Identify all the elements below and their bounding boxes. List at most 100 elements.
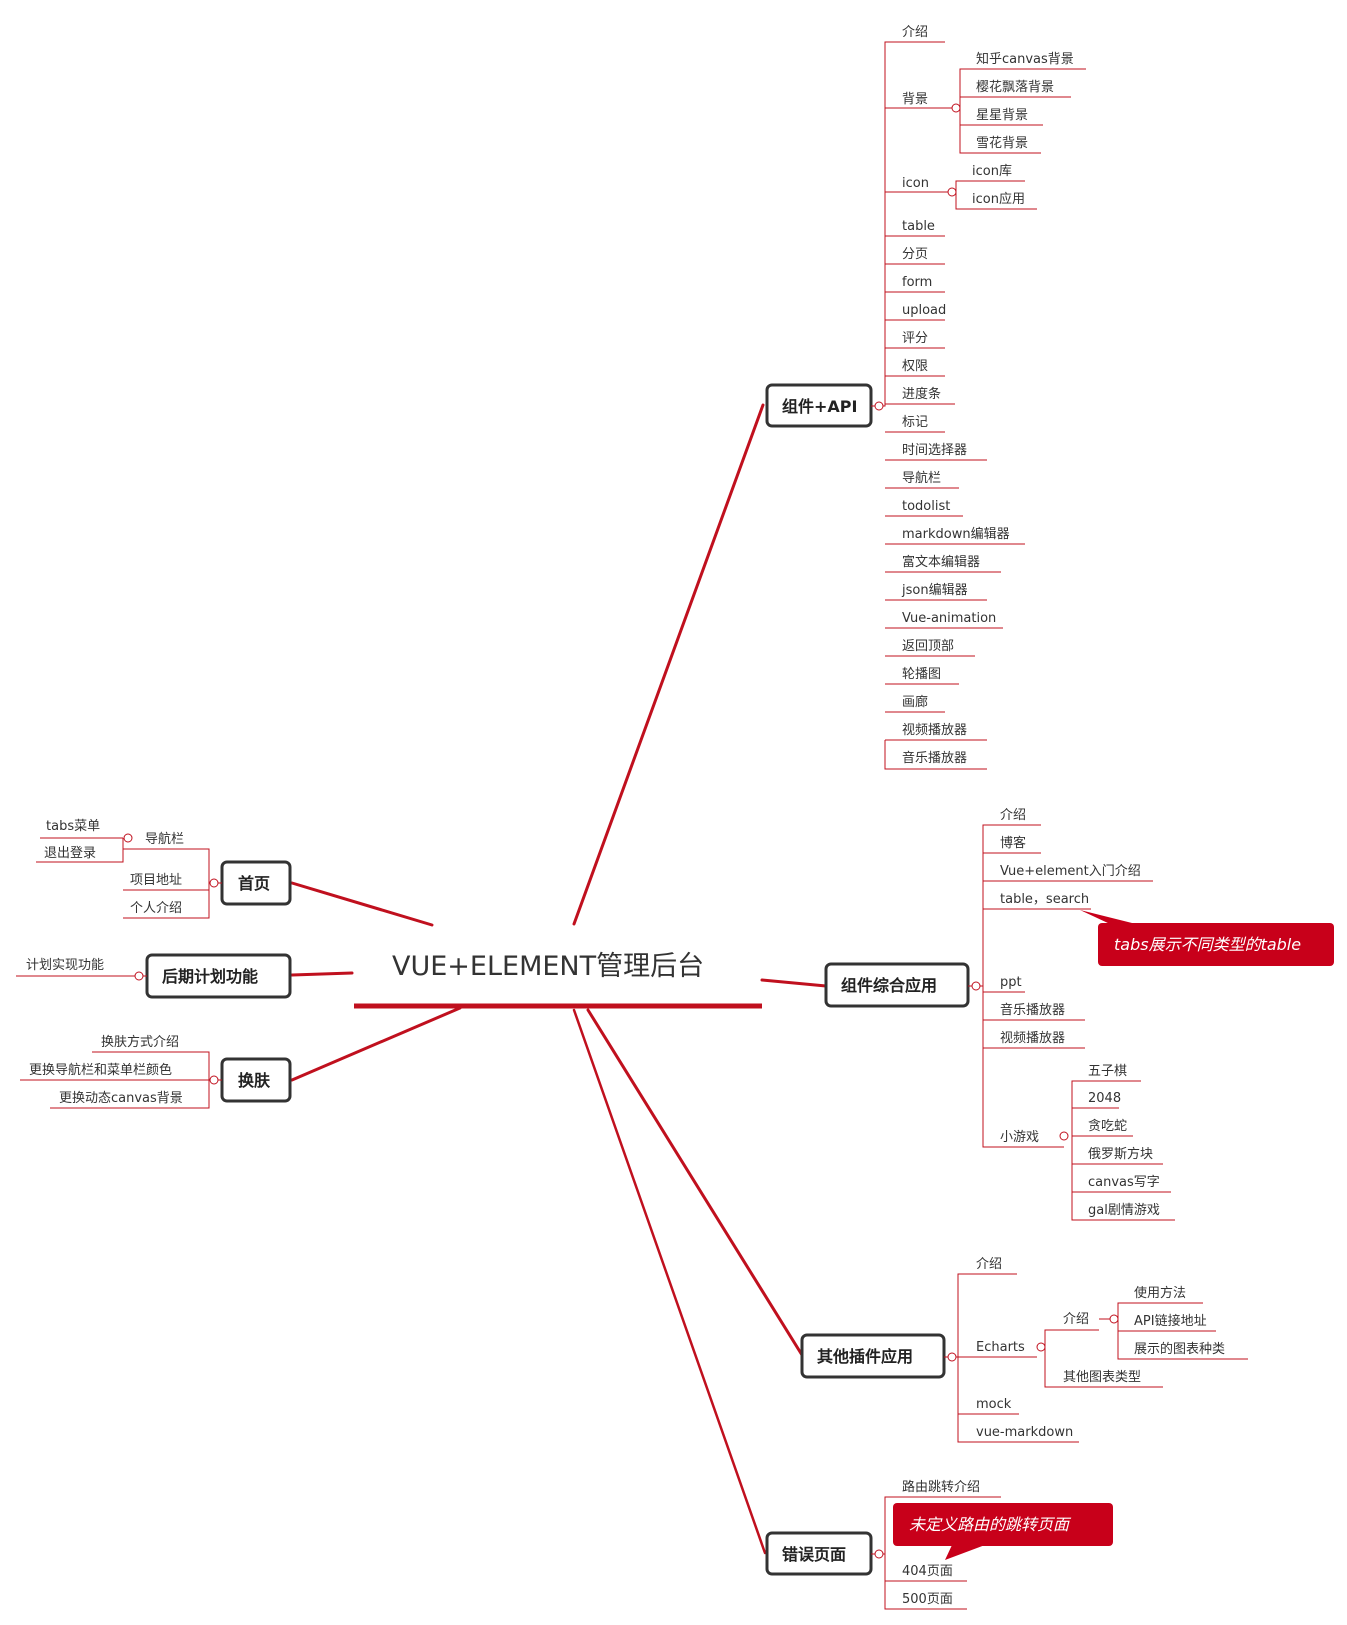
node-planned-features: 计划实现功能	[26, 958, 104, 973]
branch-home: 首页 导航栏 tabs菜单 退出登录 项目地址 个人介绍	[36, 819, 292, 919]
node-404: 404页面	[902, 1564, 953, 1579]
branch-components-api: 组件+API	[765, 25, 1086, 770]
node-carousel: 轮播图	[902, 667, 941, 682]
node-bg-stars: 星星背景	[976, 108, 1028, 123]
node-ppt: ppt	[1000, 975, 1022, 990]
branch-error: 错误页面 路由跳转介绍 未定义路由的跳转页面 404页面 500页面	[765, 1479, 1113, 1610]
callout-tabs-table-text: tabs展示不同类型的table	[1114, 935, 1301, 954]
root-title: VUE+ELEMENT管理后台	[392, 951, 704, 982]
node-gallery: 画廊	[902, 694, 928, 710]
main-node-label: 其他插件应用	[817, 1347, 913, 1366]
node-todolist: todolist	[902, 499, 950, 514]
node-permission: 权限	[902, 358, 928, 374]
collapse-toggle[interactable]	[1036, 1342, 1046, 1352]
node-intro: 介绍	[1000, 808, 1026, 823]
node-bg-snow: 雪花背景	[976, 135, 1028, 151]
node-skin-method: 换肤方式介绍	[101, 1034, 179, 1050]
node-echarts: Echarts	[976, 1340, 1025, 1355]
node-logout: 退出登录	[44, 846, 96, 861]
node-api-link: API链接地址	[1134, 1313, 1207, 1329]
root-node[interactable]: VUE+ELEMENT管理后台	[354, 951, 762, 1009]
callout-tabs-table: tabs展示不同类型的table	[1080, 910, 1334, 966]
node-tetris: 俄罗斯方块	[1088, 1146, 1153, 1162]
node-navbar: 导航栏	[145, 831, 184, 847]
node-intro: 介绍	[976, 1257, 1002, 1272]
main-node-label: 错误页面	[782, 1545, 846, 1564]
node-json-editor: json编辑器	[901, 583, 968, 598]
node-navbar: 导航栏	[902, 470, 941, 486]
branch-plugins: 其他插件应用 介绍 Echarts 介绍 使用方法 API链接地址 展示的图表种…	[800, 1257, 1248, 1443]
collapse-toggle[interactable]	[874, 1549, 884, 1559]
node-personal-intro: 个人介绍	[130, 901, 182, 916]
branch-line-components-api	[572, 403, 765, 926]
node-upload: upload	[902, 303, 946, 318]
node-route-intro: 路由跳转介绍	[902, 1479, 980, 1495]
collapse-toggle[interactable]	[1109, 1314, 1119, 1324]
branch-line-plugins	[586, 1008, 804, 1357]
node-usage: 使用方法	[1134, 1285, 1186, 1301]
node-time-picker: 时间选择器	[902, 443, 967, 458]
node-video-player: 视频播放器	[1000, 1031, 1065, 1046]
node-2048: 2048	[1088, 1091, 1121, 1106]
node-snake: 贪吃蛇	[1088, 1118, 1127, 1134]
branch-skin: 换肤 换肤方式介绍 更换导航栏和菜单栏颜色 更换动态canvas背景	[20, 1034, 292, 1109]
branch-line-plan	[290, 971, 354, 977]
node-form: form	[902, 275, 932, 290]
node-canvas-writing: canvas写字	[1088, 1175, 1160, 1190]
node-icon: icon	[902, 176, 929, 191]
collapse-toggle[interactable]	[951, 103, 961, 113]
node-icon-usage: icon应用	[972, 191, 1025, 207]
node-bg-zhihu: 知乎canvas背景	[976, 51, 1074, 67]
collapse-toggle[interactable]	[209, 878, 219, 888]
branch-comprehensive: 组件综合应用 介绍 博客 Vue+element入门介绍 table，searc…	[824, 808, 1334, 1221]
node-badge: 标记	[902, 415, 928, 430]
node-mock: mock	[976, 1397, 1012, 1412]
node-blog: 博客	[1000, 835, 1026, 851]
node-500: 500页面	[902, 1592, 953, 1607]
main-node-label: 首页	[238, 874, 270, 893]
node-gal-game: gal剧情游戏	[1088, 1203, 1160, 1218]
node-bg-sakura: 樱花飘落背景	[976, 79, 1054, 95]
node-mini-games: 小游戏	[1000, 1130, 1039, 1145]
node-gomoku: 五子棋	[1088, 1064, 1127, 1079]
collapse-toggle[interactable]	[874, 401, 884, 411]
node-pagination: 分页	[902, 247, 928, 262]
node-vue-element-intro: Vue+element入门介绍	[1000, 864, 1141, 879]
main-node-label: 后期计划功能	[162, 967, 258, 986]
node-music-player: 音乐播放器	[1000, 1002, 1065, 1018]
node-progress: 进度条	[902, 386, 941, 402]
node-change-nav-color: 更换导航栏和菜单栏颜色	[29, 1062, 172, 1078]
node-echarts-intro: 介绍	[1063, 1312, 1089, 1327]
collapse-toggle[interactable]	[123, 833, 133, 843]
collapse-toggle[interactable]	[209, 1075, 219, 1085]
callout-undefined-route: 未定义路由的跳转页面	[893, 1503, 1113, 1560]
main-node-label: 组件+API	[782, 397, 857, 416]
collapse-toggle[interactable]	[1059, 1131, 1069, 1141]
node-icon-library: icon库	[972, 163, 1012, 179]
node-change-canvas-bg: 更换动态canvas背景	[59, 1091, 183, 1106]
main-node-plugins[interactable]	[800, 1333, 946, 1379]
node-rich-text-editor: 富文本编辑器	[902, 554, 980, 570]
branch-line-skin	[290, 1006, 462, 1082]
node-other-charts: 其他图表类型	[1063, 1370, 1141, 1385]
main-node-label: 换肤	[238, 1071, 271, 1090]
node-table: table	[902, 219, 935, 234]
node-back-to-top: 返回顶部	[902, 639, 954, 654]
main-node-label: 组件综合应用	[841, 976, 937, 995]
collapse-toggle[interactable]	[947, 187, 957, 197]
branch-line-home	[290, 881, 434, 927]
main-branch-lines	[290, 403, 828, 1555]
node-vue-markdown: vue-markdown	[976, 1425, 1073, 1440]
node-table-search: table，search	[1000, 892, 1089, 907]
node-music-player: 音乐播放器	[902, 750, 967, 766]
collapse-toggle[interactable]	[947, 1352, 957, 1362]
node-rate: 评分	[902, 331, 928, 346]
branch-plan: 后期计划功能 计划实现功能	[16, 953, 292, 999]
branch-line-comprehensive	[760, 978, 828, 988]
collapse-toggle[interactable]	[134, 971, 144, 981]
node-intro: 介绍	[902, 25, 928, 40]
collapse-toggle[interactable]	[971, 981, 981, 991]
node-markdown-editor: markdown编辑器	[902, 527, 1010, 542]
main-node-comprehensive[interactable]	[824, 962, 970, 1008]
